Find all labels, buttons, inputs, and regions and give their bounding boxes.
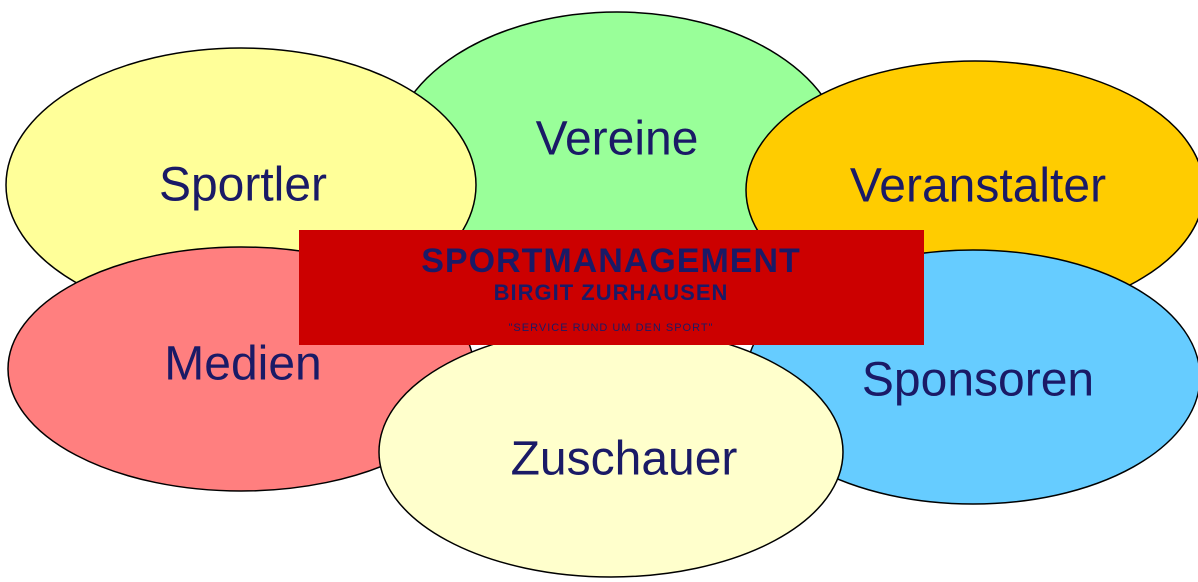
node-sportler-label: Sportler bbox=[159, 159, 327, 212]
logo-slogan: "SERVICE RUND UM DEN SPORT" bbox=[509, 322, 714, 334]
node-zuschauer: Zuschauer bbox=[378, 326, 844, 578]
logo-background bbox=[299, 230, 924, 345]
sportmanagement-logo: SPORTMANAGEMENT BIRGIT ZURHAUSEN "SERVIC… bbox=[299, 230, 924, 345]
node-vereine-label: Vereine bbox=[536, 113, 699, 166]
node-zuschauer-label: Zuschauer bbox=[511, 433, 738, 486]
logo-title: SPORTMANAGEMENT bbox=[421, 242, 801, 280]
node-veranstalter-label: Veranstalter bbox=[850, 160, 1106, 213]
node-sponsoren-label: Sponsoren bbox=[862, 354, 1094, 407]
node-medien-label: Medien bbox=[164, 338, 321, 391]
logo-subtitle: BIRGIT ZURHAUSEN bbox=[494, 280, 729, 305]
